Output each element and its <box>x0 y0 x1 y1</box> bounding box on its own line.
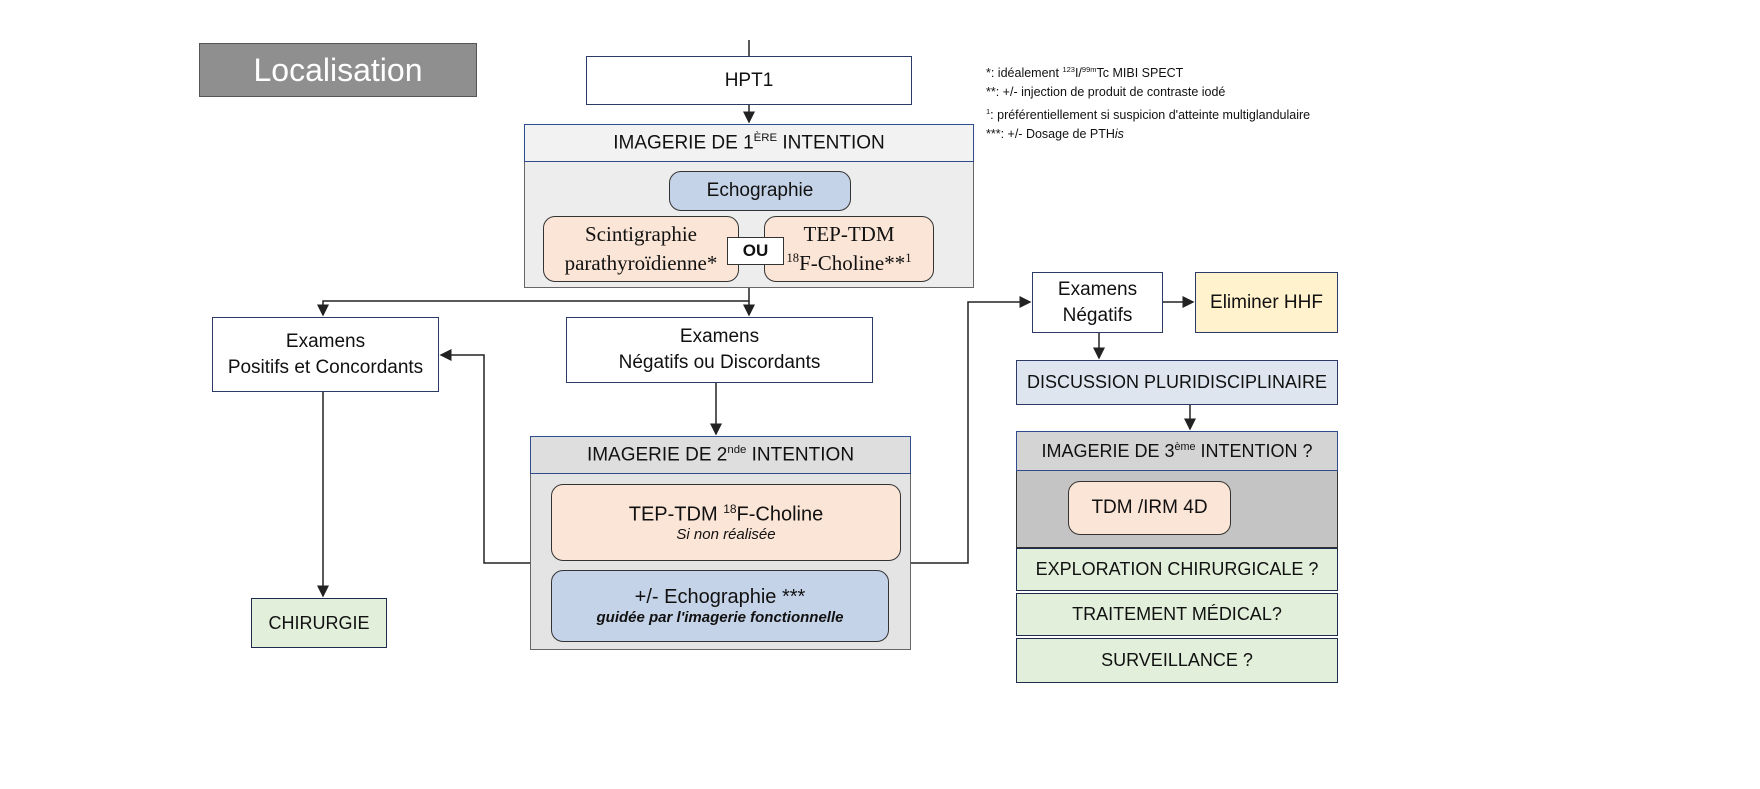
note-1: *: idéalement 123I/99mTc MIBI SPECT <box>986 65 1184 81</box>
second-intention-header: IMAGERIE DE 2nde INTENTION <box>530 436 911 474</box>
chirurgie-box: CHIRURGIE <box>251 598 387 648</box>
option-exploration: EXPLORATION CHIRURGICALE ? <box>1016 548 1338 591</box>
tdm-irm-box: TDM /IRM 4D <box>1068 481 1231 535</box>
echographie-guided-box: +/- Echographie ***guidée par l'imagerie… <box>551 570 889 642</box>
echographie-box: Echographie <box>669 171 851 211</box>
option-traitement: TRAITEMENT MÉDICAL? <box>1016 593 1338 636</box>
ou-box: OU <box>727 237 784 265</box>
third-intention-header: IMAGERIE DE 3ème INTENTION ? <box>1016 431 1338 471</box>
discussion-box: DISCUSSION PLURIDISCIPLINAIRE <box>1016 360 1338 405</box>
note-3: 1: préférentiellement si suspicion d'att… <box>986 107 1311 123</box>
hpt1-box: HPT1 <box>586 56 912 105</box>
page-title: Localisation <box>199 43 477 97</box>
footnotes: *: idéalement 123I/99mTc MIBI SPECT **: … <box>986 60 1310 144</box>
arrow-to-positive <box>317 288 750 317</box>
eliminate-hhf-box: Eliminer HHF <box>1195 272 1338 333</box>
note-2: **: +/- injection de produit de contrast… <box>986 85 1226 100</box>
arrow-second-to-positive <box>439 349 530 564</box>
note-4: ***: +/- Dosage de PTHis <box>986 127 1124 142</box>
arrow-to-negatifs-right <box>911 296 1032 564</box>
title-text: Localisation <box>253 51 423 88</box>
option-surveillance: SURVEILLANCE ? <box>1016 638 1338 683</box>
first-intention-header: IMAGERIE DE 1ÈRE INTENTION <box>524 124 974 162</box>
